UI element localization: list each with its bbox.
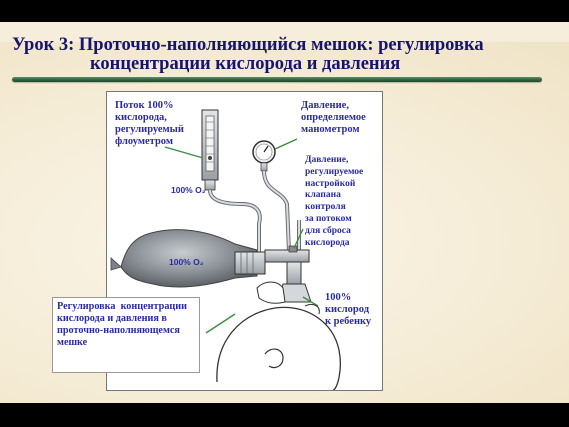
flow-inflating-bag-illustration: 100% O₂ 100% O₂ xyxy=(110,109,341,390)
regulation-label-box: Регулировка концентрации кислорода и дав… xyxy=(52,297,200,373)
manometer-pointer xyxy=(274,138,298,150)
control-valve xyxy=(288,245,298,253)
manometer-label: Давление, определяемое манометром xyxy=(301,100,366,135)
manometer-icon xyxy=(252,140,276,172)
child-oxygen-label: 100% кислород к ребенку xyxy=(325,292,372,327)
bag-tail xyxy=(110,257,122,271)
valve-pointer xyxy=(293,228,304,249)
title-line-1: Урок 3: Проточно-наполняющийся мешок: ре… xyxy=(12,35,484,55)
flowmeter-pointer xyxy=(164,146,204,159)
infant-ear xyxy=(264,348,284,369)
slide: Урок 3: Проточно-наполняющийся мешок: ре… xyxy=(0,22,569,403)
diagram-panel: 100% O₂ 100% O₂ Поток 100 xyxy=(106,91,383,391)
t-piece xyxy=(264,249,310,263)
title-line-2: концентрации кислорода и давления xyxy=(90,54,401,74)
hand-outline xyxy=(256,281,286,304)
tube-o2-label: 100% O₂ xyxy=(171,185,206,195)
bag-regulation-pointer xyxy=(205,313,236,334)
child-pointer xyxy=(302,296,319,307)
infant-head-outline xyxy=(216,306,341,390)
flowmeter-icon xyxy=(201,109,219,191)
bag-connector xyxy=(234,251,266,275)
title-underline xyxy=(12,77,542,82)
valve-label: Давление, регулируемое настройкой клапан… xyxy=(305,155,364,248)
slide-title: Урок 3: Проточно-наполняющийся мешок: ре… xyxy=(12,36,557,74)
flowmeter-label: Поток 100% кислорода, регулируемый флоум… xyxy=(115,100,184,147)
bag-o2-label: 100% O₂ xyxy=(169,257,204,267)
